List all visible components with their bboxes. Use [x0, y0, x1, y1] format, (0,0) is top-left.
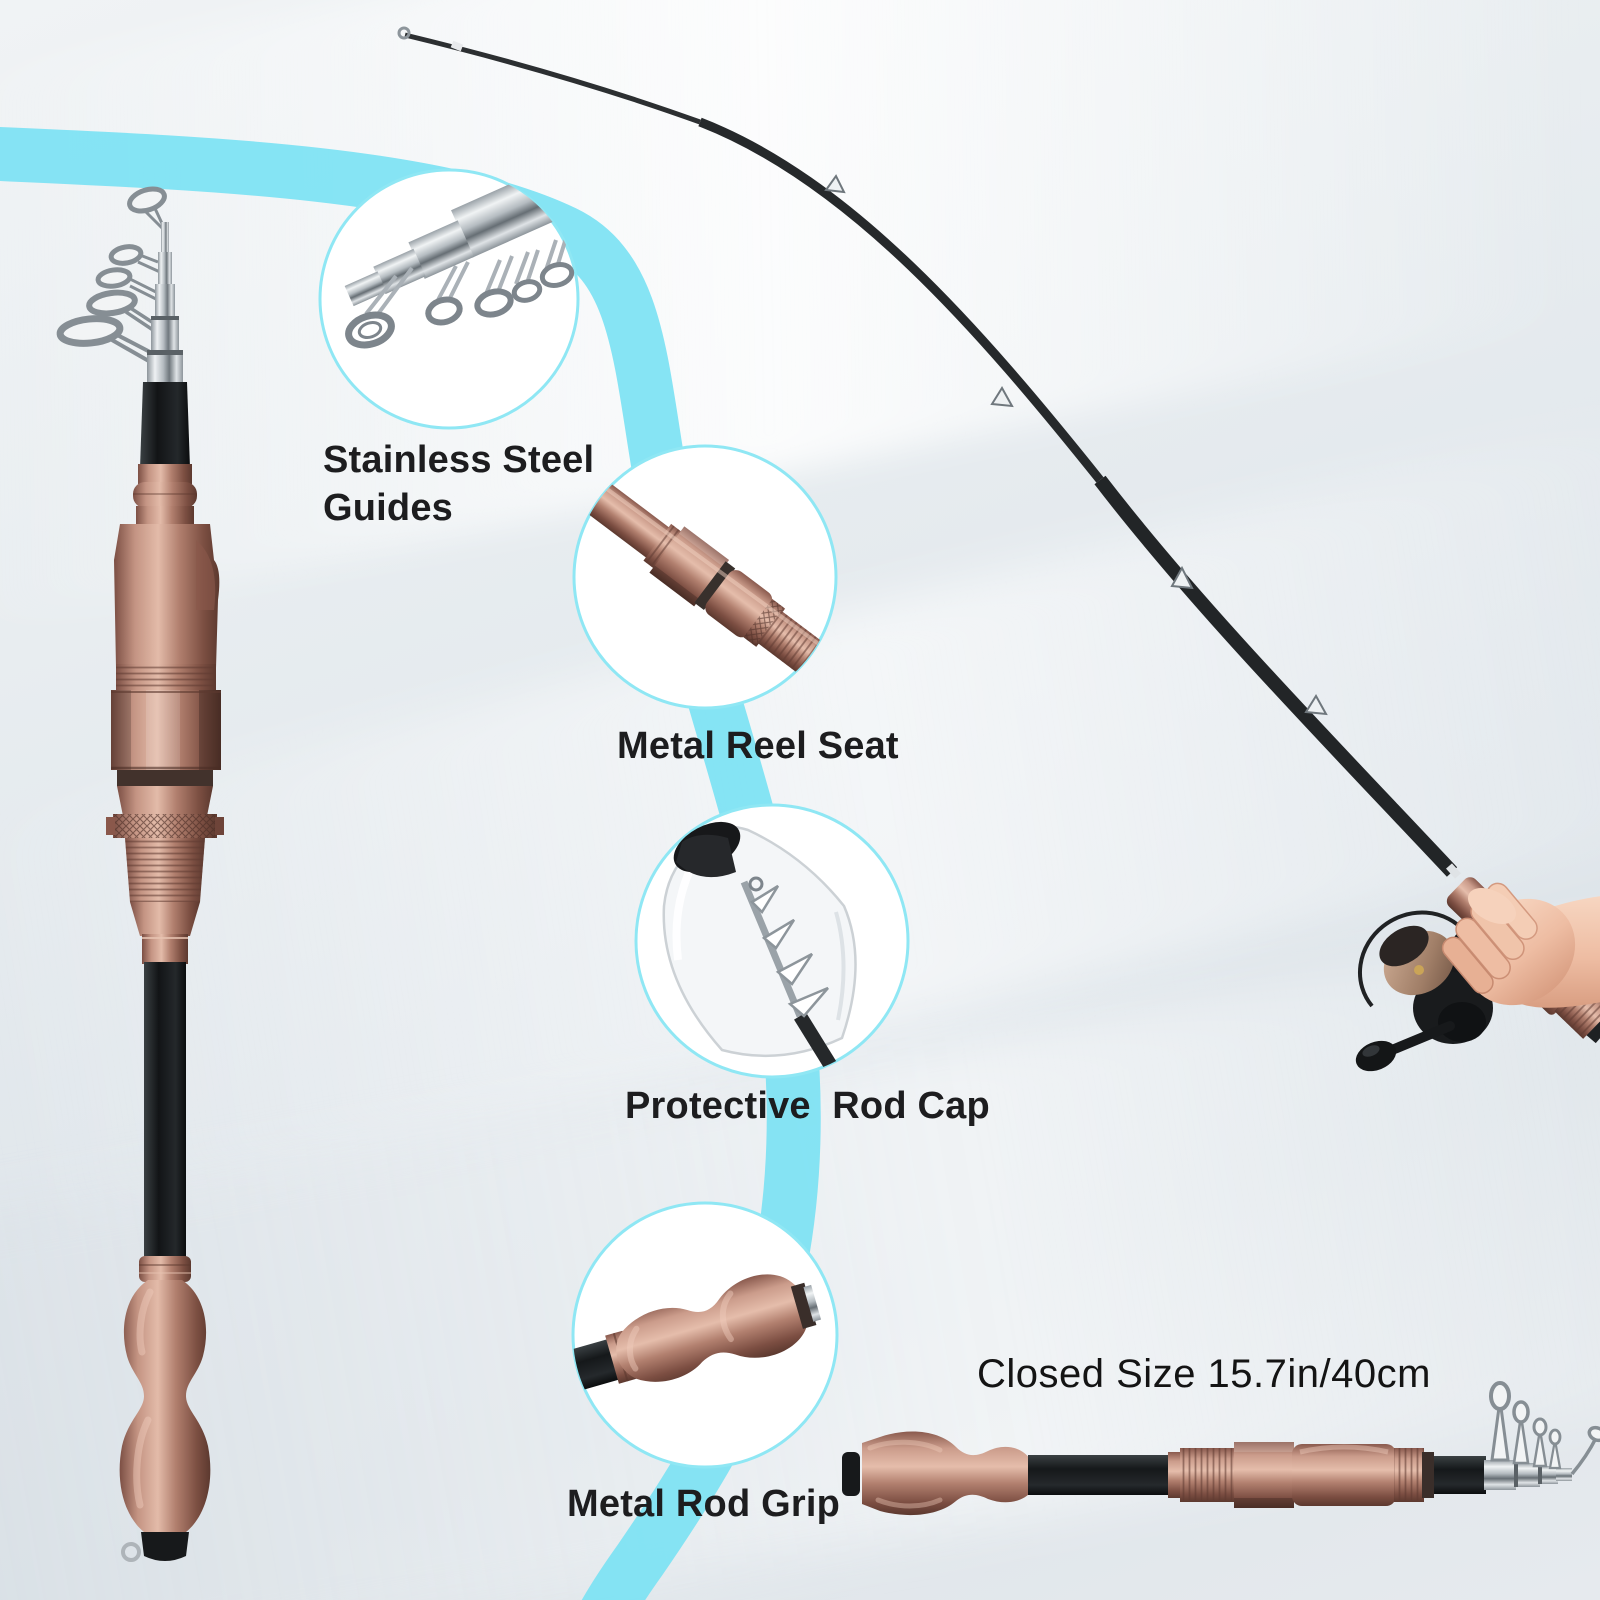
closed-rod-tip-sections — [1484, 1460, 1572, 1490]
rod-tip-top-guide — [397, 26, 411, 40]
rod-line-guides — [824, 174, 1328, 716]
inset-circle-metal-reel-seat — [572, 444, 838, 710]
rod-copper-collar — [133, 464, 197, 524]
label-line-2: Guides — [323, 487, 454, 529]
rod-black-lower — [144, 962, 186, 1260]
label-line-1: Stainless Steel — [323, 439, 595, 481]
rod-tip-sections — [147, 222, 183, 384]
closed-rod-reel-seat — [1168, 1442, 1434, 1508]
hand — [1441, 882, 1600, 1008]
inset-circle-stainless-guides — [318, 168, 580, 430]
reel-seat-macro-illustration — [574, 468, 836, 690]
rod-grip-collar — [139, 1256, 191, 1282]
closed-rod — [842, 1381, 1600, 1516]
rod-black-upper — [140, 382, 190, 468]
label-closed-size: Closed Size 15.7in/40cm — [977, 1352, 1431, 1396]
label-metal-reel-seat: Metal Reel Seat — [617, 725, 899, 767]
closed-rod-guides — [1489, 1381, 1600, 1476]
bent-extended-rod — [397, 26, 1600, 1072]
rod-reel-seat-body — [106, 524, 224, 964]
closed-rod-black-blank — [1028, 1455, 1170, 1495]
rod-tip-guides — [56, 186, 168, 366]
label-metal-rod-grip: Metal Rod Grip — [567, 1483, 841, 1525]
rod-metal-grip — [119, 1280, 211, 1562]
vertical-collapsed-rod — [56, 186, 224, 1562]
label-protective-rod-cap: Protective Rod Cap — [625, 1085, 990, 1127]
inset-circle-protective-rod-cap — [634, 803, 910, 1079]
inset-circle-metal-rod-grip — [571, 1201, 839, 1469]
rod-grip-macro-illustration — [573, 1274, 822, 1392]
rod-cap-macro-illustration — [662, 821, 858, 1077]
